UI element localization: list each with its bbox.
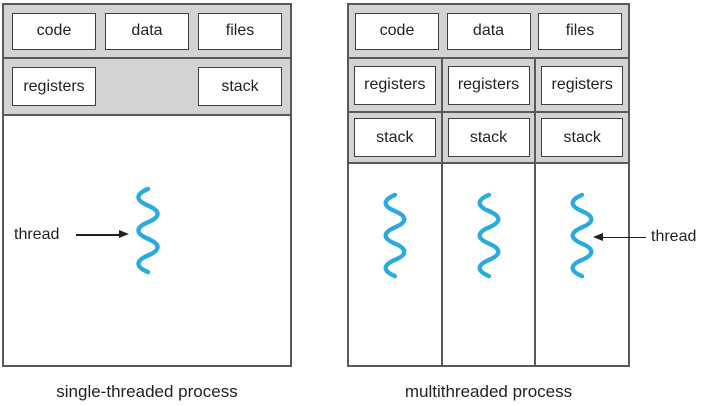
thread-squiggle-icon — [136, 186, 160, 275]
stack-box: stack — [198, 67, 282, 106]
code-label: code — [36, 22, 72, 39]
thread-columns: registers stack registers — [349, 59, 629, 365]
code-data-files-band-right: code data files — [349, 5, 628, 59]
registers-band: registers — [349, 59, 441, 113]
stack-label: stack — [563, 128, 601, 146]
registers-label: registers — [457, 76, 520, 93]
code-label: code — [379, 22, 415, 39]
stack-box: stack — [541, 118, 624, 157]
thread-arrow-head-right — [593, 232, 603, 241]
data-box: data — [446, 12, 531, 50]
code-box: code — [355, 12, 439, 50]
registers-label: registers — [23, 77, 85, 95]
single-threaded-process-box: code data files registers stack thread — [2, 3, 292, 367]
stack-box: stack — [353, 118, 436, 157]
files-box: files — [538, 12, 622, 50]
thread-arrow-head-left — [119, 230, 129, 238]
stack-box: stack — [447, 118, 530, 157]
registers-label: registers — [551, 76, 613, 93]
stack-label: stack — [469, 128, 508, 146]
thread-area-1 — [349, 164, 441, 365]
thread-area-2 — [442, 164, 535, 365]
registers-stack-band: registers stack — [4, 59, 290, 116]
thread-area-3 — [536, 164, 629, 365]
caption-single-threaded: single-threaded process — [56, 382, 238, 401]
registers-box: registers — [353, 65, 436, 105]
thread-arrow-line-left — [76, 234, 119, 236]
thread-squiggle-icon — [570, 192, 594, 279]
registers-band: registers — [442, 59, 535, 113]
data-box: data — [105, 12, 189, 50]
files-box: files — [198, 12, 282, 50]
data-label: data — [472, 22, 505, 39]
thread-column-1: registers stack — [349, 59, 441, 365]
stack-band: stack — [442, 113, 535, 164]
files-label: files — [565, 22, 595, 39]
data-label: data — [131, 22, 163, 39]
registers-box: registers — [541, 65, 624, 105]
multithreaded-process-box: code data files registers stack — [347, 3, 630, 367]
registers-box: registers — [12, 67, 96, 106]
thread-column-2: registers stack — [440, 59, 535, 365]
thread-label-right: thread — [651, 228, 697, 245]
stack-band: stack — [536, 113, 629, 164]
single-thread-area: thread — [4, 116, 290, 365]
caption-multithreaded: multithreaded process — [404, 382, 573, 401]
thread-column-3: registers stack — [534, 59, 629, 365]
thread-squiggle-icon — [383, 192, 407, 279]
thread-arrow-line-right — [602, 236, 646, 238]
code-box: code — [12, 12, 96, 50]
thread-label-left: thread — [14, 226, 60, 243]
registers-label: registers — [364, 76, 426, 93]
code-data-files-band: code data files — [4, 5, 290, 59]
stack-label: stack — [221, 77, 259, 95]
registers-band: registers — [536, 59, 629, 113]
stack-band: stack — [349, 113, 441, 164]
stack-label: stack — [376, 128, 414, 146]
files-label: files — [225, 22, 255, 39]
thread-squiggle-icon — [477, 192, 500, 279]
registers-box: registers — [447, 65, 530, 105]
